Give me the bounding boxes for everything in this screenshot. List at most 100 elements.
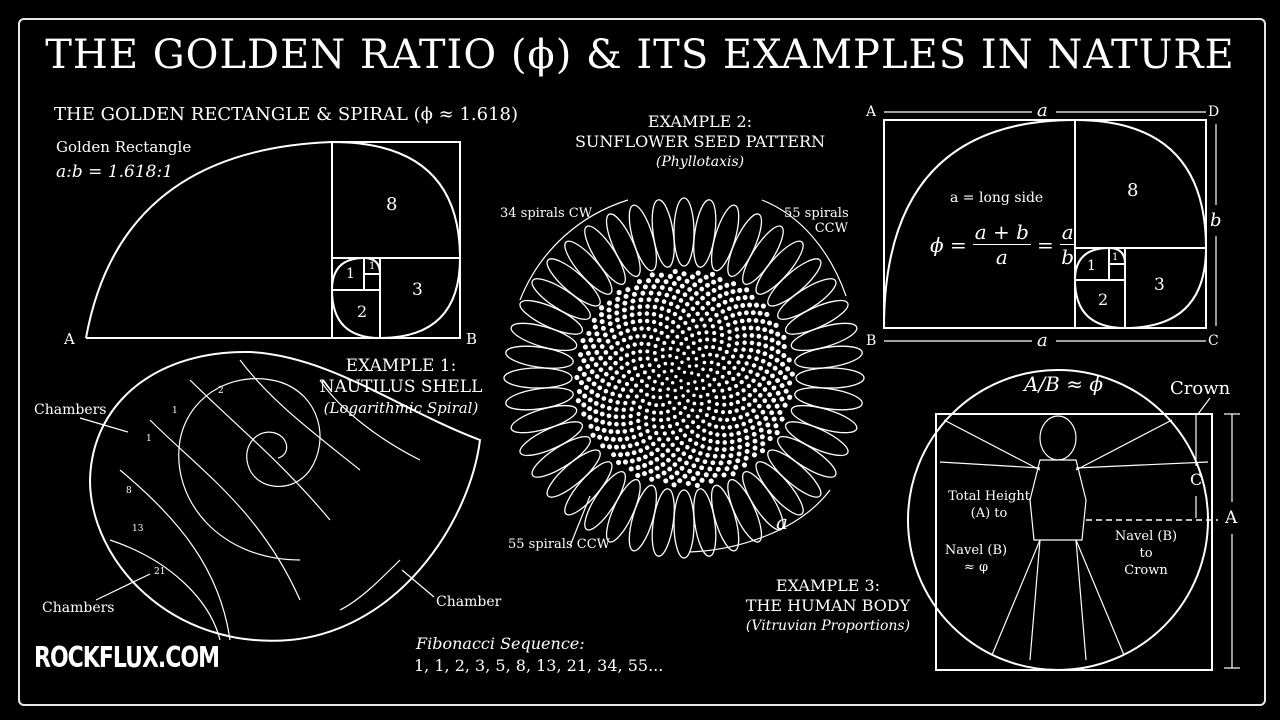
sunflower-petal: [651, 488, 675, 557]
sunflower-seed: [678, 411, 683, 416]
fraction-numerator: a: [1059, 220, 1076, 245]
sunflower-petal: [727, 478, 763, 543]
sunflower-seed: [785, 366, 791, 372]
sunflower-seed: [730, 289, 736, 295]
sunflower-seed: [667, 424, 673, 429]
sunflower-seed: [691, 341, 696, 346]
sunflower-petal: [794, 387, 863, 411]
sunflower-seed: [748, 347, 754, 353]
sunflower-seed: [753, 318, 759, 323]
sunflower-seed: [613, 444, 619, 450]
sunflower-seed: [782, 375, 788, 381]
square-2-left: 2: [357, 302, 368, 321]
sunflower-seed: [643, 415, 649, 420]
sunflower-seed: [651, 395, 656, 399]
sunflower-seed: [711, 345, 716, 350]
sunflower-seed: [733, 464, 739, 470]
sunflower-seed: [698, 408, 703, 413]
sunflower-seed: [628, 413, 633, 419]
sunflower-seed: [673, 395, 678, 400]
sunflower-seed: [617, 393, 623, 398]
sunflower-petal: [790, 404, 858, 434]
sunflower-seed: [687, 287, 693, 292]
sunflower-seed: [715, 432, 720, 437]
sunflower-seed: [756, 333, 762, 339]
sunflower-seed: [637, 318, 643, 324]
sunflower-seed: [700, 378, 705, 383]
sunflower-seed: [724, 349, 729, 355]
sunflower-petal: [710, 204, 740, 272]
sunflower-seed: [712, 337, 717, 342]
sunflower-seed: [705, 301, 711, 306]
example1-sub: (Logarithmic Spiral): [323, 399, 479, 417]
sunflower-seed: [676, 348, 680, 352]
sunflower-seed: [659, 418, 664, 423]
sunflower-seed: [763, 343, 769, 349]
sunflower-seed: [594, 331, 600, 337]
sunflower-seed: [707, 446, 712, 451]
sunflower-seed: [765, 422, 771, 428]
sunflower-petal: [790, 322, 858, 352]
sunflower-seed: [644, 318, 650, 324]
sunflower-seed: [751, 378, 756, 383]
sunflower-seed: [649, 476, 655, 482]
sunflower-seed: [773, 423, 779, 429]
sunflower-seed: [735, 295, 741, 301]
site-logo: ROCKFLUX.COM: [34, 642, 220, 675]
sunflower-seed: [762, 398, 768, 404]
sunflower-seed: [632, 342, 637, 347]
chamber-number: 1: [172, 406, 178, 416]
sunflower-seed: [654, 430, 659, 436]
sunflower-seed: [755, 349, 761, 354]
sunflower-seed: [714, 395, 719, 400]
corner-d-right: D: [1208, 104, 1220, 120]
sunflower-seed: [722, 395, 727, 400]
sunflower-seed: [695, 433, 700, 438]
sunflower-seed: [677, 457, 682, 462]
sunflower-seed: [658, 272, 664, 278]
sunflower-seed: [780, 361, 786, 367]
sunflower-seed: [724, 417, 730, 423]
sunflower-seed: [647, 435, 653, 440]
sunflower-seed: [722, 365, 727, 370]
sunflower-seed: [735, 334, 740, 339]
sunflower-seed: [720, 309, 726, 314]
sunflower-seed: [667, 400, 672, 405]
sunflower-seed: [629, 312, 635, 318]
sunflower-seed: [705, 282, 710, 288]
sunflower-seed: [670, 362, 675, 366]
sunflower-seed: [775, 331, 781, 337]
sunflower-seed: [631, 400, 636, 405]
sunflower-seed: [787, 380, 793, 386]
sunflower-seed: [588, 423, 594, 429]
total-height-label: Total Height (A) to: [934, 488, 1044, 522]
sunflower-seed: [596, 337, 602, 343]
sunflower-seed: [685, 445, 690, 450]
sunflower-seed: [637, 405, 643, 410]
sunflower-seed: [662, 431, 667, 436]
sunflower-seed: [720, 453, 726, 459]
sunflower-seed: [684, 460, 689, 466]
sunflower-seed: [755, 326, 761, 331]
sunflower-seed: [777, 409, 783, 416]
sunflower-seed: [642, 284, 648, 290]
sunflower-seed: [614, 421, 619, 427]
sunflower-seed: [629, 388, 634, 393]
sunflower-seed: [781, 344, 787, 350]
sunflower-seed: [660, 453, 665, 458]
sunflower-seed: [677, 366, 681, 371]
sunflower-petal: [628, 204, 658, 272]
sunflower-seed: [729, 401, 734, 407]
sunflower-seed: [603, 371, 609, 377]
sunflower-seed: [767, 320, 773, 326]
sunflower-seed: [686, 357, 691, 361]
sunflower-seed: [671, 452, 676, 458]
sunflower-seed: [743, 428, 749, 434]
sunflower-seed: [727, 425, 733, 430]
sunflower-seed: [601, 396, 607, 401]
sunflower-petal: [510, 404, 578, 434]
sunflower-seed: [717, 276, 723, 283]
sunflower-seed: [782, 402, 788, 408]
golden-rectangle-right: [883, 111, 1217, 342]
sunflower-seed: [638, 297, 644, 303]
